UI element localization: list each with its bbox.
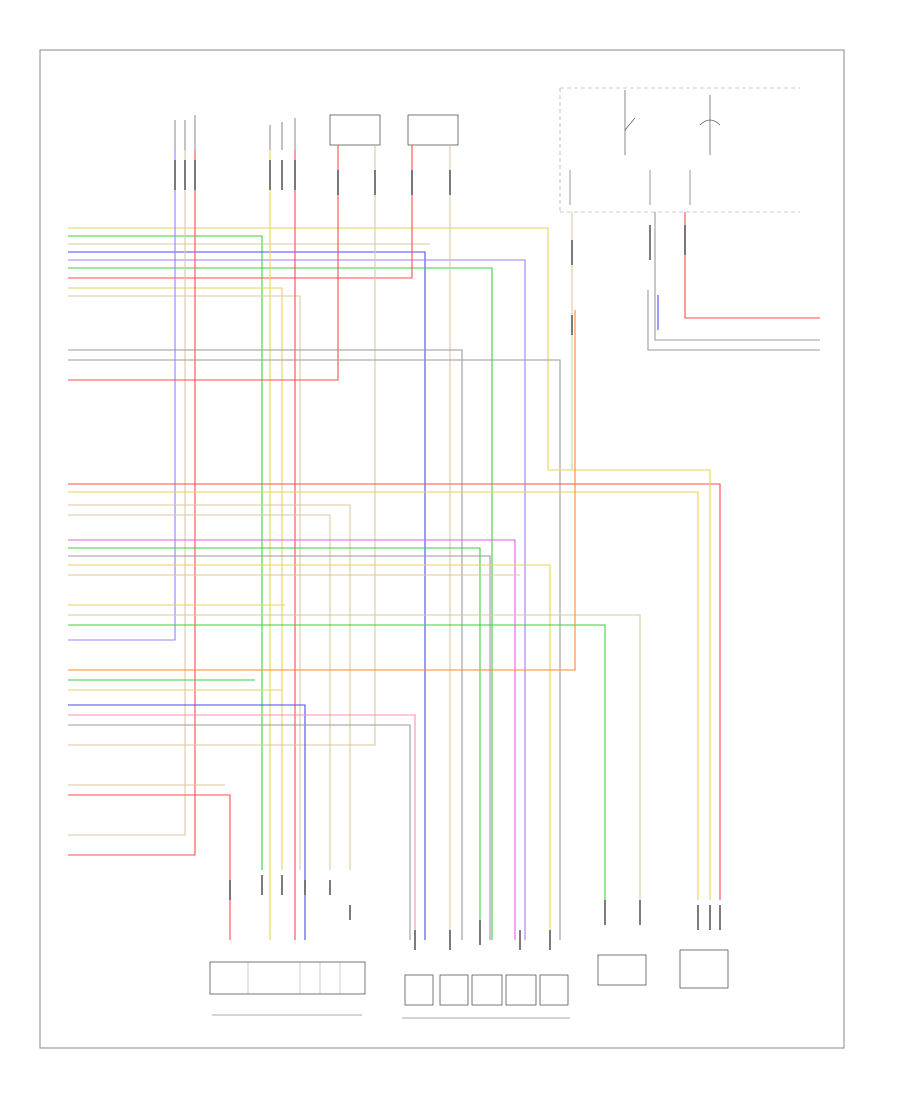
wire-blue-top: [68, 251, 426, 940]
wire-gray-mid-2: [68, 359, 561, 940]
wire-green-top-1: [68, 235, 263, 870]
wire-green-top-2: [68, 267, 493, 940]
wire-gray-mid-1: [68, 349, 463, 940]
wire-pink-715: [68, 714, 416, 940]
bottom-component-relay-a: [597, 954, 647, 986]
wire-yellow-565: [68, 564, 551, 940]
wire-violet-top: [68, 259, 526, 940]
wire-red-modA: [68, 145, 339, 381]
top-component-module-b: [407, 114, 459, 146]
wire-yellow-470: [548, 469, 711, 900]
wire-violet-s1: [68, 150, 176, 641]
wire-tan-615: [68, 614, 641, 900]
wire-green-548: [68, 547, 481, 940]
wire-orange-670: [68, 310, 576, 671]
bottom-connector-left: [209, 961, 366, 1016]
wire-tan-515: [68, 514, 331, 870]
top-component-sensor-2: [269, 118, 296, 150]
wire-yellow-492: [68, 491, 699, 900]
top-component-sensor-1: [174, 115, 196, 150]
wire-red-s1: [68, 150, 196, 856]
wire-green-625: [68, 624, 606, 900]
wire-blue-705: [68, 704, 306, 940]
wire-tan-modA: [68, 145, 376, 746]
wire-harness: [68, 145, 820, 940]
bottom-component-relay-b: [679, 949, 729, 989]
wire-gray-556: [68, 555, 491, 940]
wire-yellow-top-2: [68, 287, 283, 870]
wire-tan-505: [68, 504, 351, 870]
wire-gray-fuse-1: [654, 212, 820, 341]
wire-tan-top-2: [68, 295, 301, 870]
connector-pins: [174, 160, 721, 950]
diagram-frame: [39, 49, 845, 1049]
wire-gray-725: [68, 724, 411, 940]
bottom-connector-center: [402, 974, 570, 1019]
wire-red-fuse: [684, 212, 820, 319]
wire-tan-s1: [68, 150, 186, 836]
wire-gray-fuse-2: [647, 290, 820, 351]
wire-magenta-540: [68, 539, 516, 940]
wire-yellow-top: [68, 227, 549, 470]
top-component-module-a: [329, 114, 381, 146]
wire-red-top: [68, 145, 413, 279]
power-distribution-box: [559, 87, 800, 213]
wire-red-795: [68, 794, 231, 940]
wire-red-484: [68, 483, 721, 900]
